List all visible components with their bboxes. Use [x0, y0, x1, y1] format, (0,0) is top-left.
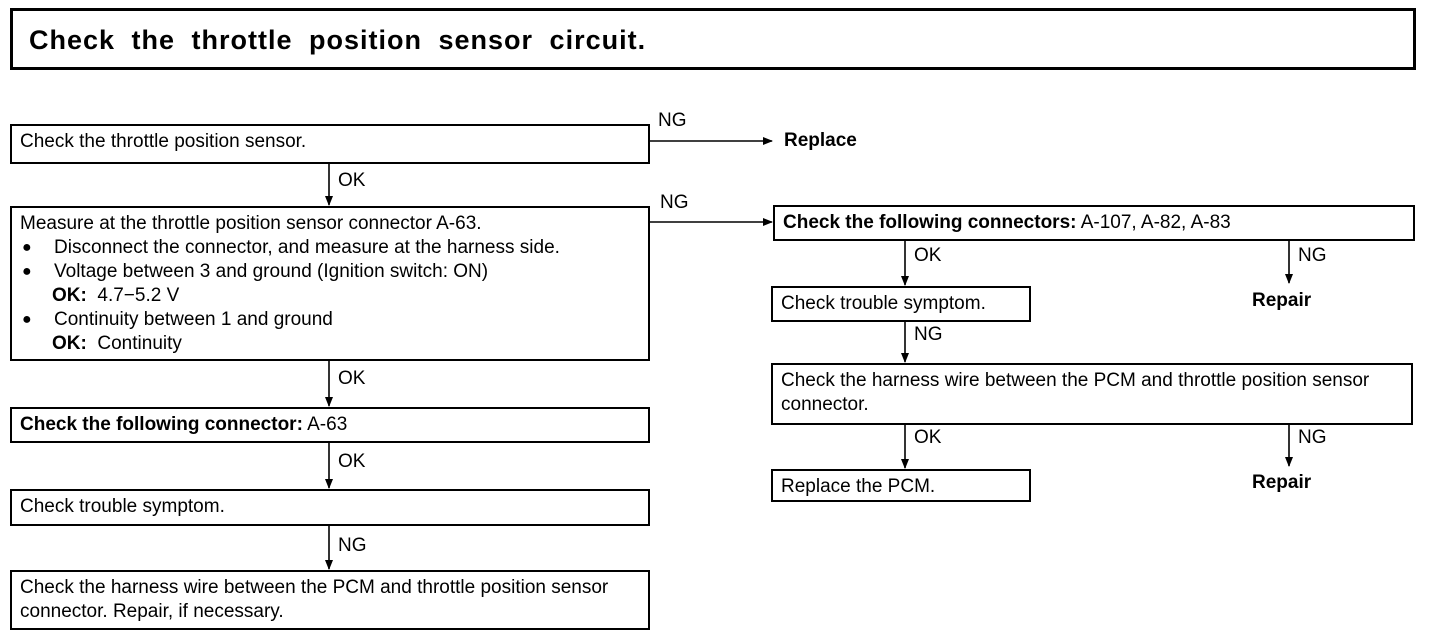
measure-ok-voltage: OK: 4.7−5.2 V [20, 284, 640, 308]
measure-bullet-1: ● Disconnect the connector, and measure … [20, 236, 640, 260]
page-title: Check the throttle position sensor circu… [29, 25, 647, 55]
connector-label: Check the following connector: [20, 414, 303, 435]
title-box: Check the throttle position sensor circu… [10, 8, 1416, 70]
step-replace-pcm: Replace the PCM. [771, 469, 1031, 502]
step-check-trouble-symptom: Check trouble symptom. [10, 489, 650, 526]
measure-bullet-1-text: Disconnect the connector, and measure at… [54, 237, 560, 258]
ok-label-right-harness: OK [914, 427, 942, 448]
repair-label-1: Repair [1252, 290, 1312, 311]
ok-label-measure: OK [338, 368, 366, 389]
ng-label-step1: NG [658, 110, 687, 131]
step-check-connectors-a107: Check the following connectors: A-107, A… [773, 205, 1415, 241]
step-check-throttle-sensor-text: Check the throttle position sensor. [20, 131, 307, 152]
measure-bullet-3-text: Continuity between 1 and ground [54, 309, 333, 330]
ng-label-trouble: NG [338, 535, 367, 556]
measure-bullet-2: ● Voltage between 3 and ground (Ignition… [20, 260, 640, 284]
measure-ok-continuity: OK: Continuity [20, 332, 640, 356]
ng-label-right-harness: NG [1298, 427, 1327, 448]
bullet-icon: ● [22, 239, 32, 256]
ok-criteria-value: 4.7−5.2 V [97, 285, 180, 306]
ok-criteria-value: Continuity [97, 333, 182, 354]
ng-label-connectors: NG [1298, 245, 1327, 266]
ok-label-connectors: OK [914, 245, 942, 266]
replace-label: Replace [784, 130, 857, 151]
harness-wire-text: Check the harness wire between the PCM a… [20, 577, 609, 622]
repair-label-2: Repair [1252, 472, 1312, 493]
bullet-icon: ● [22, 263, 32, 280]
connectors-label: Check the following connectors: [783, 212, 1077, 233]
ng-label-right-trouble: NG [914, 324, 943, 345]
trouble-symptom-text: Check trouble symptom. [20, 496, 225, 517]
ok-criteria-label: OK: [52, 333, 87, 354]
ok-label-step1: OK [338, 170, 366, 191]
step-check-harness-wire: Check the harness wire between the PCM a… [10, 570, 650, 630]
replace-pcm-text: Replace the PCM. [781, 476, 936, 497]
connectors-value: A-107, A-82, A-83 [1076, 212, 1231, 233]
ok-label-connector: OK [338, 451, 366, 472]
step-right-trouble-symptom: Check trouble symptom. [771, 286, 1031, 322]
measure-bullet-2-text: Voltage between 3 and ground (Ignition s… [54, 261, 489, 282]
right-trouble-symptom-text: Check trouble symptom. [781, 293, 986, 314]
measure-intro: Measure at the throttle position sensor … [20, 213, 482, 234]
measure-bullet-3: ● Continuity between 1 and ground [20, 308, 640, 332]
ng-label-measure: NG [660, 192, 689, 213]
step-check-connector-a63: Check the following connector: A-63 [10, 407, 650, 443]
right-harness-wire-text: Check the harness wire between the PCM a… [781, 370, 1370, 415]
step-measure-connector: Measure at the throttle position sensor … [10, 206, 650, 361]
step-right-harness-wire: Check the harness wire between the PCM a… [771, 363, 1413, 425]
bullet-icon: ● [22, 311, 32, 328]
step-check-throttle-sensor: Check the throttle position sensor. [10, 124, 650, 164]
connector-value: A-63 [302, 414, 348, 435]
ok-criteria-label: OK: [52, 285, 87, 306]
